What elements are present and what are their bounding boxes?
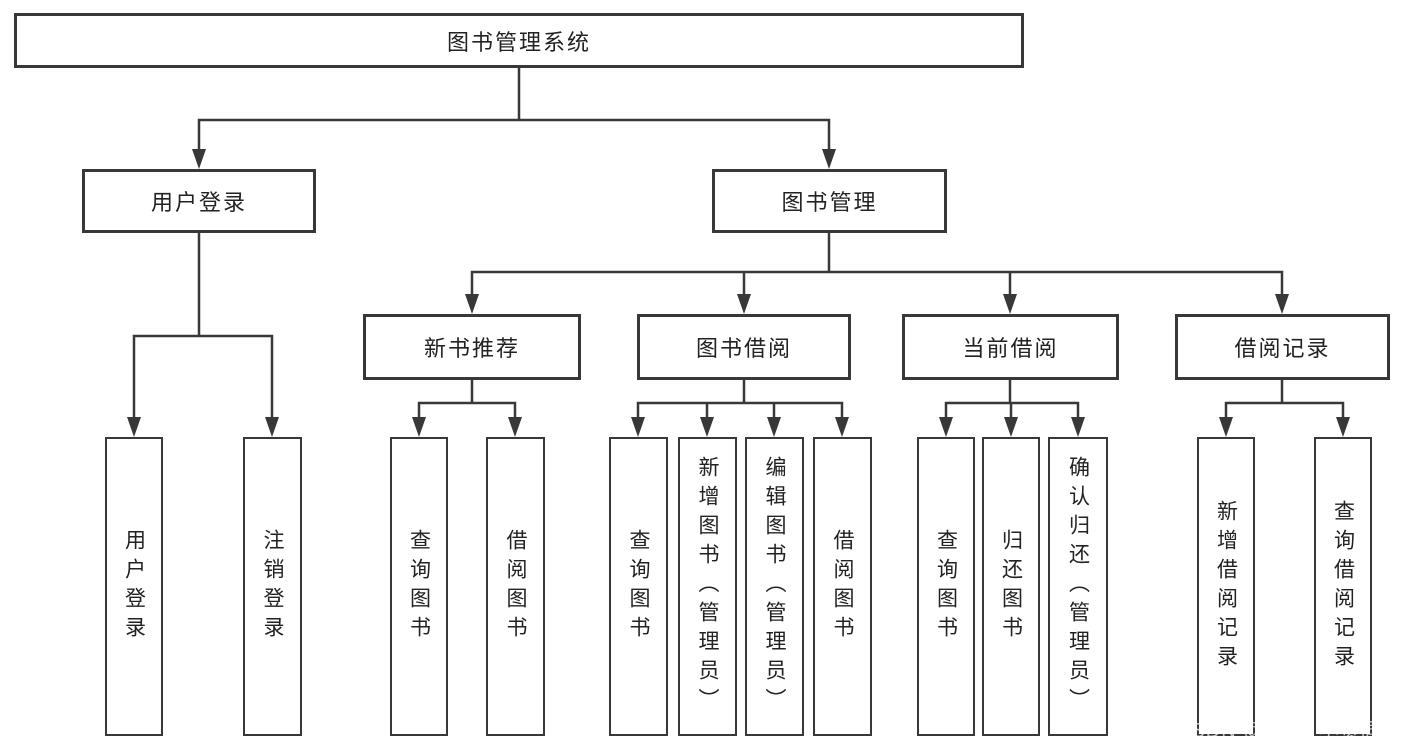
connector-book-management-to-level3 [470, 231, 1284, 297]
connector-current-borrow-to-leaves [944, 378, 1080, 420]
leaf-borrow-books-recommend-label: 借阅图书 [504, 528, 527, 645]
arrowhead-icon [508, 417, 522, 437]
node-book-borrow: 图书借阅 [637, 314, 851, 380]
leaf-user-login-label: 用户登录 [122, 528, 146, 645]
arrowhead-icon [1219, 417, 1233, 437]
arrowhead-icon [700, 417, 714, 437]
leaf-user-login: 用户登录 [105, 437, 163, 736]
leaf-query-books-borrow-label: 查询图书 [627, 528, 650, 645]
leaf-query-books-borrow: 查询图书 [609, 437, 668, 736]
arrowhead-icon [265, 417, 279, 437]
leaf-query-books-recommend: 查询图书 [390, 437, 448, 736]
arrowhead-icon [1071, 417, 1085, 437]
arrowhead-icon [192, 149, 206, 169]
leaf-edit-books-admin-label: 编辑图书（管理员） [763, 456, 786, 717]
leaf-confirm-return-admin: 确认归还（管理员） [1048, 437, 1108, 736]
node-user-login-label: 用户登录 [150, 190, 247, 215]
node-user-login: 用户登录 [82, 169, 316, 233]
leaf-query-books-current: 查询图书 [917, 437, 975, 736]
leaf-borrow-books-recommend: 借阅图书 [486, 437, 545, 736]
arrowhead-icon [737, 294, 751, 314]
node-root-label: 图书管理系统 [446, 29, 591, 55]
node-root-library-system: 图书管理系统 [14, 13, 1024, 68]
leaf-return-books-label: 归还图书 [999, 528, 1023, 645]
arrowhead-icon [1336, 417, 1350, 437]
node-borrow-records: 借阅记录 [1175, 314, 1390, 380]
connector-borrow-records-to-leaves [1224, 378, 1345, 420]
connector-user-login-to-leaves [132, 231, 274, 420]
leaf-query-borrow-record: 查询借阅记录 [1314, 437, 1372, 736]
connector-book-borrow-to-leaves [636, 378, 844, 420]
node-book-management: 图书管理 [712, 169, 947, 233]
leaf-logout-label: 注销登录 [261, 528, 284, 645]
arrowhead-icon [939, 417, 953, 437]
leaf-logout: 注销登录 [243, 437, 302, 736]
connector-new-book-recommend-to-leaves [417, 378, 517, 420]
csdn-watermark: CSDN @软件_小贺同学 [1176, 720, 1403, 742]
arrowhead-icon [631, 417, 645, 437]
node-borrow-records-label: 借阅记录 [1234, 336, 1331, 361]
arrowhead-icon [127, 417, 141, 437]
arrowhead-icon [465, 294, 479, 314]
arrowhead-icon [412, 417, 426, 437]
node-new-book-recommend: 新书推荐 [363, 314, 581, 380]
node-current-borrow-label: 当前借阅 [962, 336, 1059, 361]
connector-root-to-level2 [197, 66, 831, 152]
leaf-query-books-recommend-label: 查询图书 [407, 528, 431, 645]
leaf-edit-books-admin: 编辑图书（管理员） [745, 437, 804, 736]
leaf-add-books-admin-label: 新增图书（管理员） [696, 456, 719, 717]
node-new-book-recommend-label: 新书推荐 [423, 336, 520, 361]
leaf-add-books-admin: 新增图书（管理员） [678, 437, 737, 736]
leaf-query-borrow-record-label: 查询借阅记录 [1331, 499, 1355, 674]
arrowhead-icon [1003, 294, 1017, 314]
leaf-add-borrow-record: 新增借阅记录 [1197, 437, 1255, 736]
arrowhead-icon [767, 417, 781, 437]
node-book-borrow-label: 图书借阅 [695, 336, 792, 361]
arrowhead-icon [822, 149, 836, 169]
leaf-query-books-current-label: 查询图书 [934, 528, 958, 645]
leaf-confirm-return-admin-label: 确认归还（管理员） [1066, 456, 1090, 717]
leaf-add-borrow-record-label: 新增借阅记录 [1214, 499, 1238, 674]
node-current-borrow: 当前借阅 [902, 314, 1119, 380]
leaf-borrow-books: 借阅图书 [813, 437, 872, 736]
leaf-borrow-books-label: 借阅图书 [831, 528, 854, 645]
arrowhead-icon [835, 417, 849, 437]
node-book-management-label: 图书管理 [781, 190, 878, 215]
leaf-return-books: 归还图书 [982, 437, 1040, 736]
arrowhead-icon [1004, 417, 1018, 437]
arrowhead-icon [1275, 294, 1289, 314]
